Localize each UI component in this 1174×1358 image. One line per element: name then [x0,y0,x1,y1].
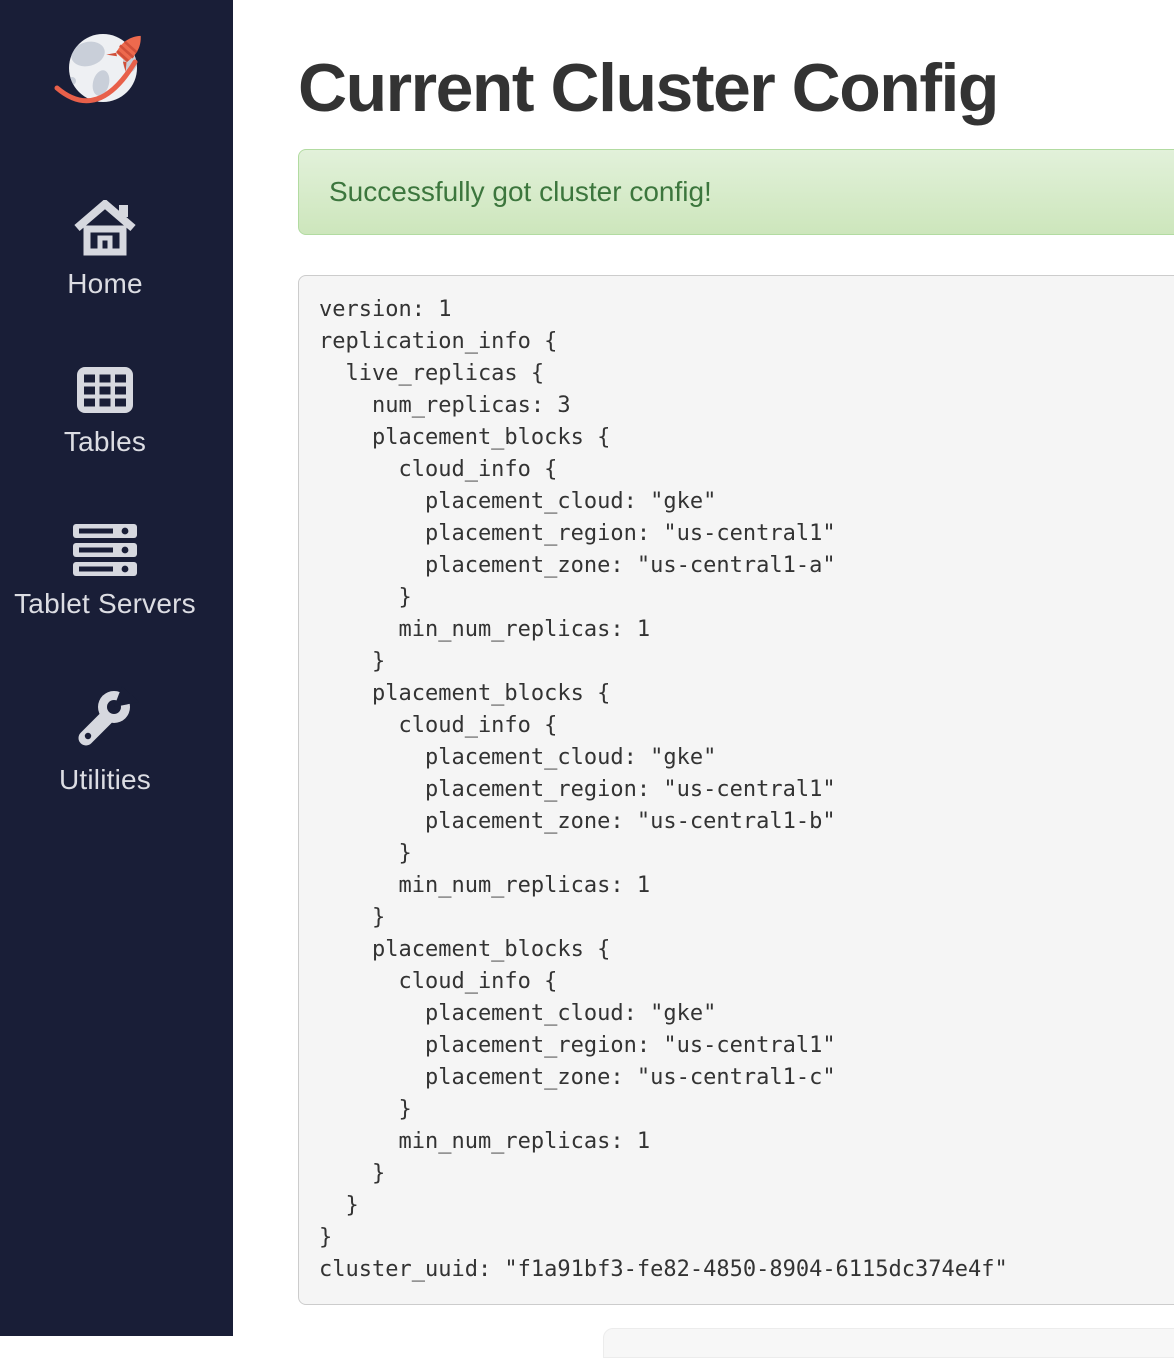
home-icon [74,200,136,256]
yugabytedb-logo-icon [54,34,141,104]
sidebar-item-label: Tablet Servers [14,588,196,619]
tablet-servers-icon [73,524,137,576]
sidebar-item-tables[interactable]: Tables [0,366,210,458]
main-content: Current Cluster Config Successfully got … [298,0,1174,1305]
rocket-icon [106,35,141,73]
orbit-swoosh [54,59,138,104]
success-alert: Successfully got cluster config! [298,149,1174,235]
sidebar-nav: Home Tables [0,200,210,862]
cluster-config-text: version: 1 replication_info { live_repli… [298,275,1174,1305]
utilities-wrench-icon [78,686,139,746]
sidebar: Home Tables [0,0,233,1336]
sidebar-item-label: Home [67,268,143,299]
sidebar-item-label: Tables [63,426,147,457]
below-fold-panel-edge [603,1328,1174,1358]
sidebar-item-tablet-servers[interactable]: Tablet Servers [0,524,210,620]
sidebar-item-label: Utilities [58,764,152,795]
sidebar-item-utilities[interactable]: Utilities [0,686,210,796]
page-title: Current Cluster Config [298,50,999,126]
success-alert-message: Successfully got cluster config! [329,176,712,207]
tables-icon [77,367,133,413]
sidebar-item-home[interactable]: Home [0,200,210,300]
app-logo-link[interactable] [50,28,154,112]
